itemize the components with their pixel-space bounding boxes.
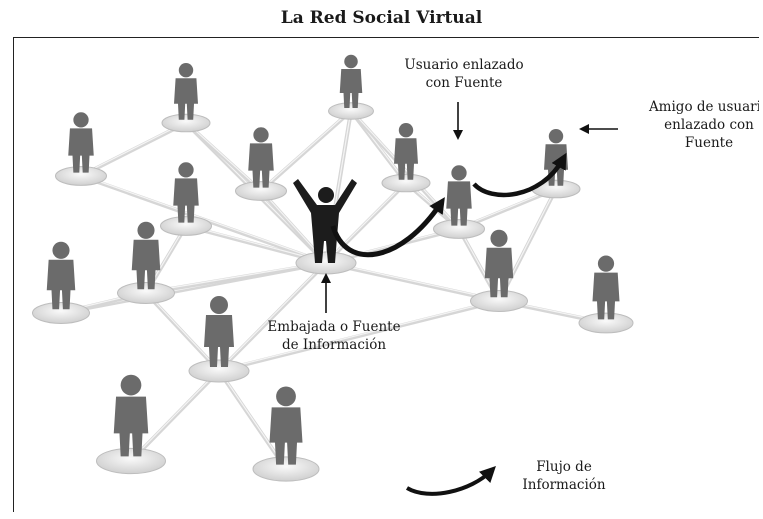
flujo-informacion-legend: Flujo de Información [504,458,624,494]
person-icon [46,241,76,310]
person-icon [446,165,472,226]
network-link [324,261,501,303]
network-graphic [32,54,634,496]
label-line: Fuente [684,135,734,151]
user-node [160,162,212,236]
label-line: Información [522,477,606,493]
network-link-highlight [185,121,262,191]
person-icon [269,386,303,465]
node-base [188,359,250,383]
label-line: enlazado con [664,117,754,133]
network-nodes [32,54,634,482]
person-icon [248,127,274,188]
node-base [295,251,357,275]
label-line: Embajada o Fuente [267,319,401,335]
person-icon [394,123,418,180]
label-line: de Información [281,337,387,353]
person-icon [592,255,620,320]
legend-flow-arrow-icon [405,466,496,496]
embajada-fuente-label: Embajada o Fuente de Información [249,318,419,354]
usuario-enlazado-label: Usuario enlazado con Fuente [389,56,539,92]
node-base [32,302,90,324]
network-link [217,261,328,373]
user-node [188,296,250,383]
person-icon [174,63,198,120]
network-link [217,299,501,373]
network-link [324,181,408,265]
network-link [144,291,221,373]
person-icon [204,296,234,367]
network-link-highlight [145,261,327,293]
user-node [381,123,431,193]
network-link-highlight [145,291,220,371]
amigo-de-usuario-label: Amigo de usuario enlazado con Fuente [634,98,759,152]
user-node [235,127,287,201]
user-node [55,112,107,186]
network-link-highlight [218,369,287,469]
network-link-highlight [80,121,187,176]
source-node [293,179,357,275]
diagram-title: La Red Social Virtual [280,8,483,28]
user-node [531,129,581,199]
source-person-icon [293,179,357,263]
network-link-highlight [260,109,352,191]
network-link [129,369,221,463]
node-base [235,181,287,201]
user-node [328,54,374,120]
flow-arrows [321,102,618,496]
network-link [79,121,188,178]
person-icon [131,221,161,290]
node-base [96,447,166,475]
node-base [161,113,211,133]
user-node [470,229,528,312]
network-link-highlight [498,187,557,301]
network-link-highlight [80,174,327,263]
person-icon [113,374,149,457]
person-icon [173,162,199,223]
network-link [184,121,263,193]
label-line: con Fuente [425,75,503,91]
label-line: Amigo de usuario [648,99,759,115]
network-link-highlight [218,299,500,371]
network-link-highlight [218,261,327,371]
label-line: Flujo de [536,459,592,475]
network-link [144,261,328,295]
node-base [328,102,374,120]
node-base [117,282,175,304]
user-node [252,386,320,482]
user-node [32,241,90,324]
node-base [381,173,431,193]
user-node [161,63,211,133]
node-base [160,216,212,236]
flow-arrow-user-to-friend [472,152,567,198]
person-icon [339,54,363,108]
flow-arrow-source-to-user [330,197,445,258]
node-base [578,312,634,334]
user-node [433,165,485,239]
node-base [55,166,107,186]
network-link [259,109,353,193]
node-base [252,456,320,482]
diagram-frame: Usuario enlazado con Fuente Amigo de usu… [13,37,759,512]
user-node [117,221,175,304]
network-link-highlight [325,181,407,263]
person-icon [484,229,514,298]
network-link-highlight [130,369,220,461]
user-node [578,255,634,334]
person-icon [68,112,94,173]
node-base [470,290,528,312]
user-node [96,374,166,475]
network-link-highlight [325,261,500,301]
label-line: Usuario enlazado [404,57,524,73]
node-base [433,219,485,239]
